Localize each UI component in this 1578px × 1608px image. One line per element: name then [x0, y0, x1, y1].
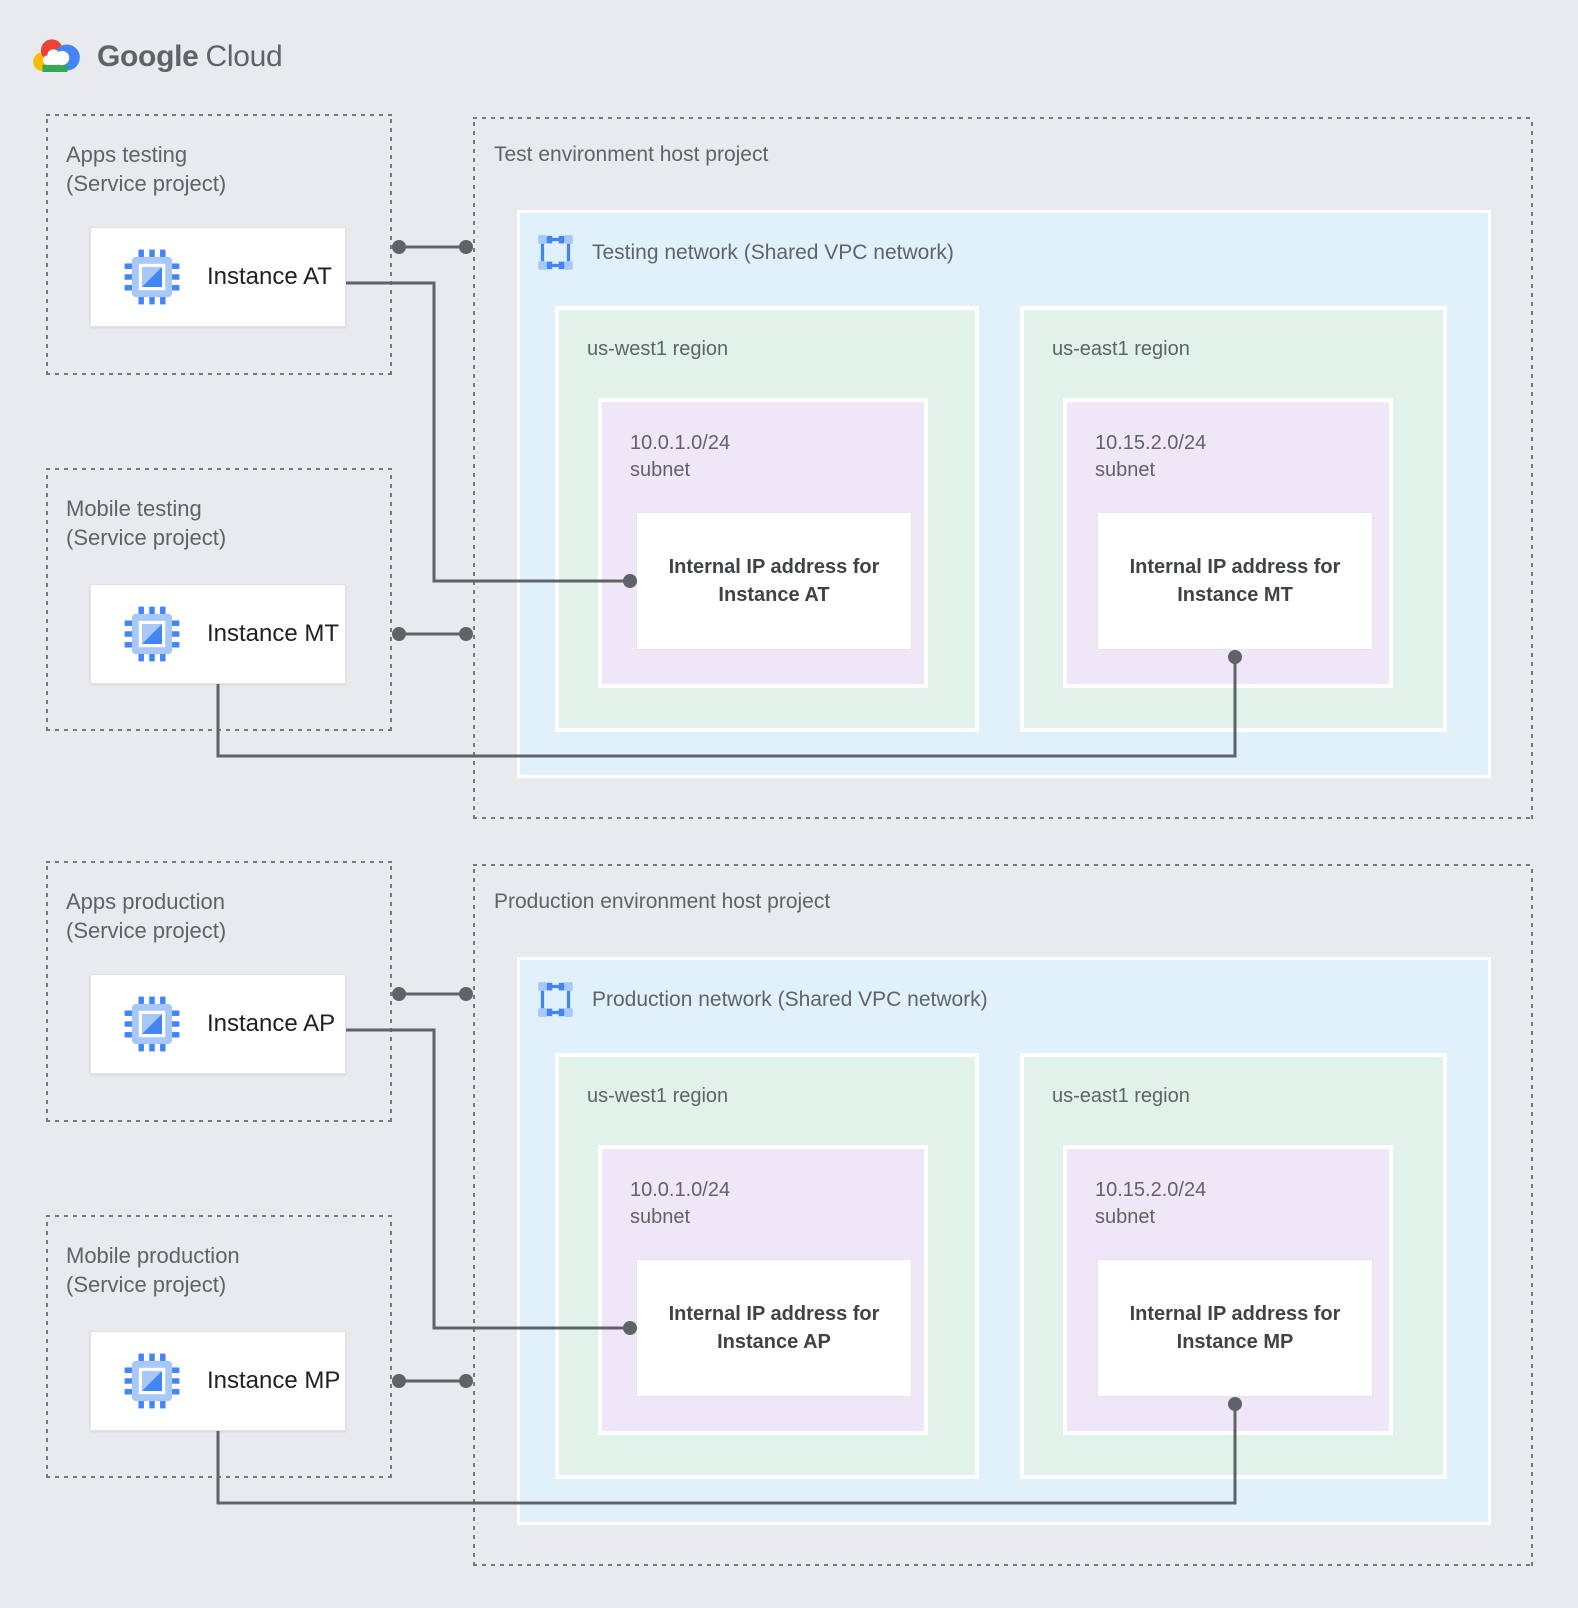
service-project-type: (Service project) — [66, 171, 227, 196]
region-label: us-west1 region — [587, 1085, 729, 1107]
ip-box-line2: Instance MT — [1177, 584, 1293, 606]
service-project-label: Apps production (Service project) — [66, 887, 226, 945]
subnet-label: 10.0.1.0/24 subnet — [630, 430, 730, 484]
compute-engine-icon — [123, 1352, 181, 1410]
vpc-network-icon — [536, 980, 575, 1019]
internal-ip-box-ap: Internal IP address for Instance AP — [636, 1259, 912, 1397]
instance-card-mt: Instance MT — [90, 584, 346, 684]
subnet-label: 10.15.2.0/24 subnet — [1095, 430, 1206, 484]
region-label: us-east1 region — [1052, 338, 1190, 360]
vpc-network-label: Production network (Shared VPC network) — [592, 987, 988, 1011]
subnet-word: subnet — [630, 1206, 691, 1228]
ip-box-line2: Instance MP — [1176, 1331, 1294, 1353]
subnet-cidr: 10.0.1.0/24 — [630, 1179, 731, 1201]
service-project-type: (Service project) — [66, 525, 227, 550]
service-project-label: Apps testing (Service project) — [66, 140, 226, 198]
instance-label: Instance AP — [207, 1010, 336, 1037]
compute-engine-icon — [123, 995, 181, 1053]
ip-box-line2: Instance AP — [717, 1331, 831, 1353]
service-project-name: Apps testing — [66, 142, 188, 167]
connector-mobile-testing-to-host — [392, 627, 473, 641]
vpc-network-icon — [536, 233, 575, 272]
service-project-type: (Service project) — [66, 918, 227, 943]
host-project-title: Test environment host project — [494, 143, 769, 166]
logo-brand: Google — [97, 40, 199, 73]
instance-label: Instance MT — [207, 620, 340, 647]
vpc-network-label: Testing network (Shared VPC network) — [592, 240, 954, 264]
internal-ip-box-mp: Internal IP address for Instance MP — [1097, 1259, 1373, 1397]
compute-engine-icon — [123, 605, 181, 663]
host-project-title: Production environment host project — [494, 890, 831, 913]
connector-apps-testing-to-host — [392, 240, 473, 254]
logo-product: Cloud — [205, 40, 283, 73]
service-project-label: Mobile testing (Service project) — [66, 494, 226, 552]
subnet-cidr: 10.15.2.0/24 — [1095, 1179, 1207, 1201]
compute-engine-icon — [123, 248, 181, 306]
internal-ip-box-at: Internal IP address for Instance AT — [636, 512, 912, 650]
service-project-name: Mobile production — [66, 1243, 240, 1268]
service-project-label: Mobile production (Service project) — [66, 1241, 240, 1299]
subnet-cidr: 10.0.1.0/24 — [630, 432, 731, 454]
ip-box-line1: Internal IP address for — [668, 556, 880, 578]
subnet-cidr: 10.15.2.0/24 — [1095, 432, 1207, 454]
google-cloud-icon — [30, 36, 84, 78]
instance-card-ap: Instance AP — [90, 974, 346, 1074]
instance-card-at: Instance AT — [90, 227, 346, 327]
internal-ip-box-mt: Internal IP address for Instance MT — [1097, 512, 1373, 650]
ip-box-line1: Internal IP address for — [1129, 1303, 1341, 1325]
instance-label: Instance AT — [207, 263, 332, 290]
vpc-network-header: Testing network (Shared VPC network) — [536, 233, 954, 272]
service-project-type: (Service project) — [66, 1272, 227, 1297]
instance-label: Instance MP — [207, 1367, 341, 1394]
subnet-label: 10.0.1.0/24 subnet — [630, 1177, 730, 1231]
region-label: us-west1 region — [587, 338, 729, 360]
ip-box-line1: Internal IP address for — [1129, 556, 1341, 578]
connector-mobile-production-to-host — [392, 1374, 473, 1388]
subnet-label: 10.15.2.0/24 subnet — [1095, 1177, 1206, 1231]
vpc-network-header: Production network (Shared VPC network) — [536, 980, 988, 1019]
service-project-name: Apps production — [66, 889, 225, 914]
subnet-word: subnet — [1095, 1206, 1156, 1228]
service-project-name: Mobile testing — [66, 496, 202, 521]
instance-card-mp: Instance MP — [90, 1331, 346, 1431]
ip-box-line1: Internal IP address for — [668, 1303, 880, 1325]
subnet-word: subnet — [1095, 459, 1156, 481]
subnet-word: subnet — [630, 459, 691, 481]
connector-apps-production-to-host — [392, 987, 473, 1001]
ip-box-line2: Instance AT — [718, 584, 830, 606]
region-label: us-east1 region — [1052, 1085, 1190, 1107]
